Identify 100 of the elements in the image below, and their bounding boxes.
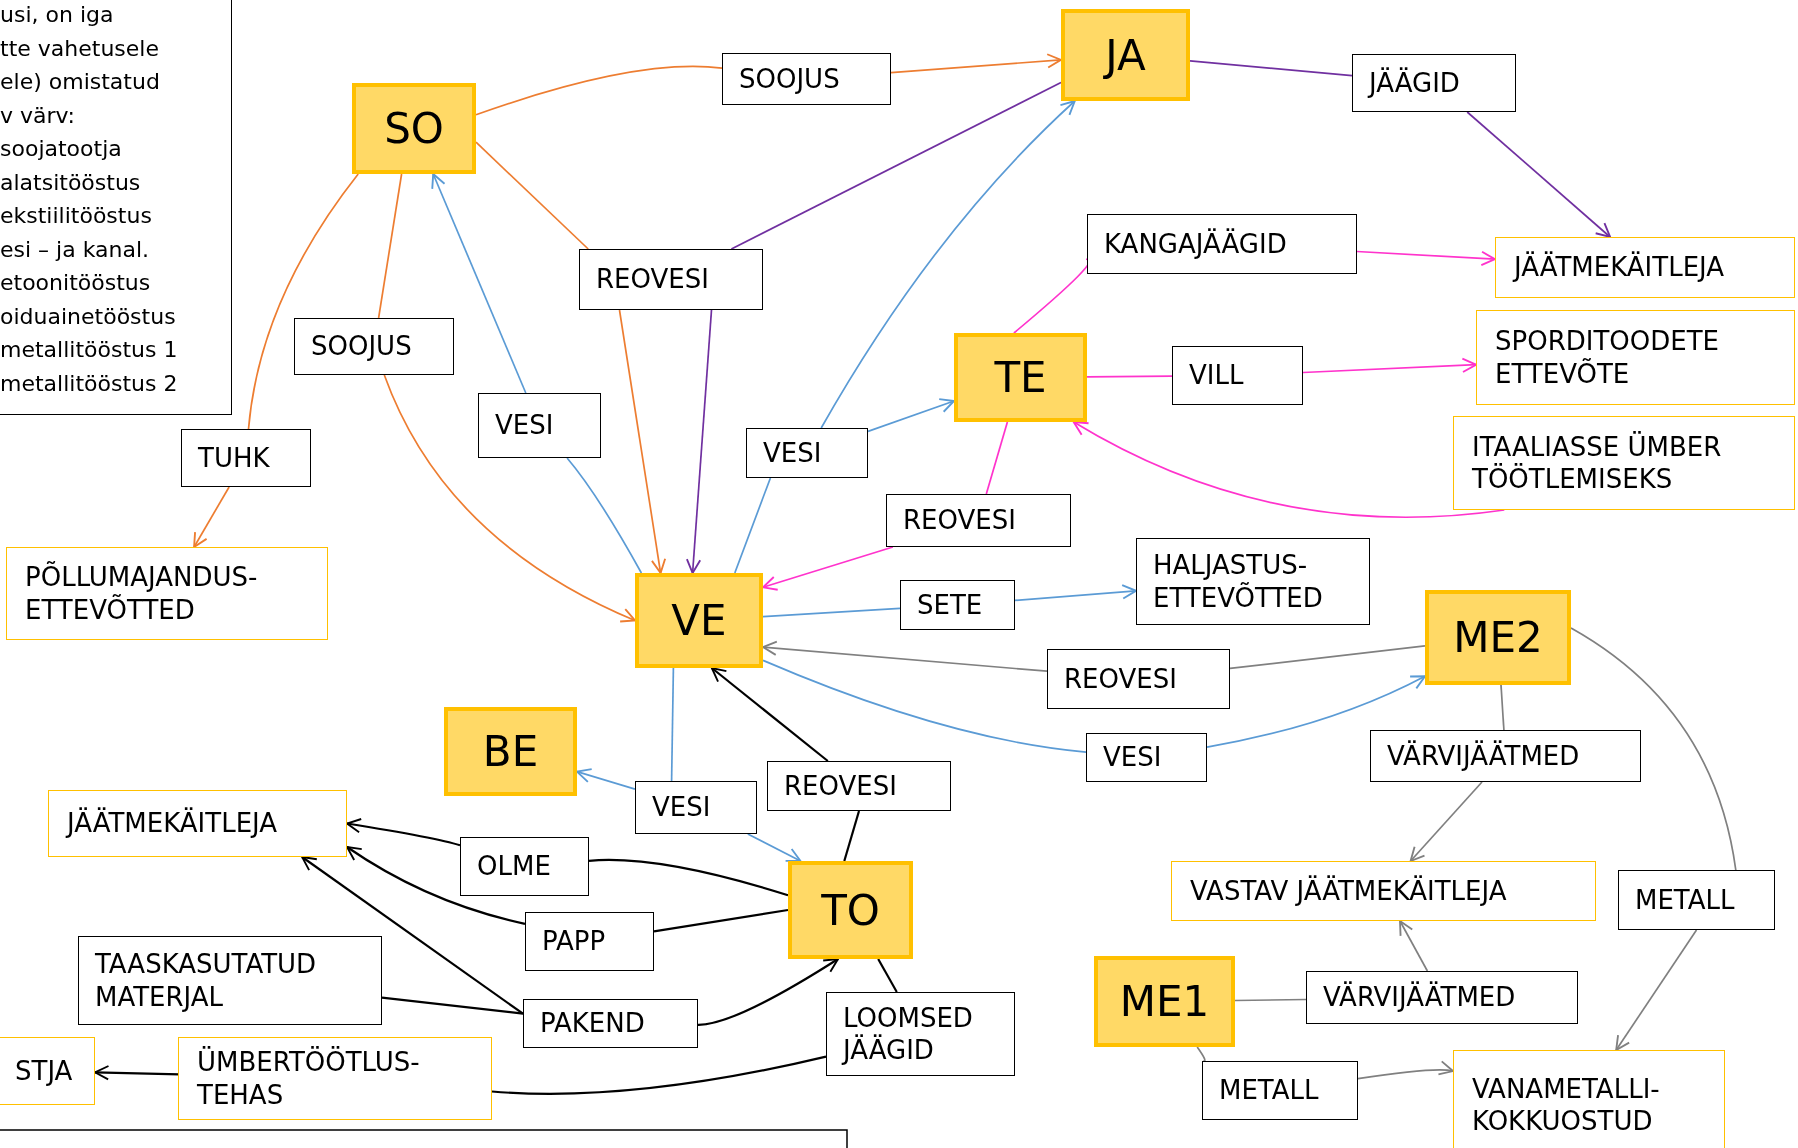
connector-line	[670, 667, 675, 782]
box-label: TE	[994, 353, 1047, 402]
connector-line	[1570, 627, 1737, 871]
flow-label-box	[181, 429, 311, 487]
destination-box	[1453, 1050, 1725, 1148]
flow-label-box	[1086, 733, 1207, 782]
box-label: ÜMBERTÖÖTLUS-TEHAS	[197, 1046, 421, 1111]
arrow	[1356, 250, 1496, 267]
destination-box	[1495, 237, 1795, 298]
connector-line	[475, 141, 590, 250]
box-label: HALJASTUS-ETTEVÕTTED	[1153, 549, 1324, 614]
arrow	[383, 374, 636, 623]
box-label: TUHK	[198, 441, 271, 475]
flow-label-box	[826, 992, 1015, 1076]
arrow	[820, 100, 1076, 429]
box-label: REOVESI	[784, 769, 898, 803]
box-label: KANGAJÄÄGID	[1104, 227, 1288, 261]
flow-label-box	[1172, 346, 1303, 405]
connector-line	[1500, 684, 1505, 731]
flow-label-box	[1370, 730, 1641, 782]
flow-label-box	[900, 580, 1015, 630]
arrow	[685, 309, 713, 574]
connector-line	[1189, 60, 1353, 77]
box-label: JA	[1105, 30, 1146, 80]
arrow	[346, 818, 461, 847]
connector-line	[1196, 1046, 1206, 1063]
arrow	[890, 53, 1062, 74]
flow-label-box	[635, 781, 757, 834]
connector-line	[877, 958, 898, 993]
box-label: VANAMETALLI-KOKKUOSTUD	[1472, 1072, 1661, 1138]
connector-line	[491, 1055, 827, 1095]
legend-line: v värv:	[0, 101, 76, 130]
arrow	[618, 309, 667, 574]
legend-line: ekstiilitööstus	[0, 202, 153, 230]
connector-line	[377, 173, 403, 319]
hub-box	[352, 83, 476, 174]
arrow	[746, 833, 802, 862]
arrow	[867, 398, 955, 433]
flow-label-box	[294, 318, 454, 375]
arrow	[762, 640, 1048, 673]
flow-label-box	[460, 837, 589, 896]
connector-line	[475, 65, 723, 116]
arrow	[1615, 929, 1698, 1051]
flow-label-box	[1618, 870, 1775, 930]
box-label: ME1	[1119, 977, 1210, 1026]
box-label: OLME	[477, 850, 552, 883]
box-label: SOOJUS	[311, 330, 413, 363]
hub-box	[1094, 956, 1235, 1047]
connector-line	[762, 607, 901, 618]
box-label: VESI	[495, 409, 555, 442]
arrow	[301, 856, 524, 1015]
connector-line	[381, 996, 524, 1015]
arrow	[431, 173, 527, 394]
destination-box	[48, 790, 347, 857]
box-label: BE	[482, 727, 539, 776]
hub-box	[1425, 590, 1571, 685]
flow-label-box	[579, 249, 763, 310]
box-label: TO	[821, 885, 880, 935]
legend-line: metallitööstus 1	[0, 336, 179, 364]
hub-box	[1061, 9, 1190, 101]
arrow	[94, 1065, 179, 1081]
legend-line: usi, on iga	[0, 1, 115, 29]
flow-label-box	[1047, 649, 1230, 709]
flow-label-box	[886, 494, 1071, 547]
box-label: JÄÄTMEKÄITLEJA	[67, 807, 279, 840]
box-label: REOVESI	[903, 504, 1017, 537]
box-label: SPORDITOODETE ETTEVÕTE	[1495, 325, 1720, 390]
legend-line: etoonitööstus	[0, 269, 152, 297]
box-label: ITAALIASSE ÜMBER TÖÖTLEMISEKS	[1472, 430, 1723, 496]
hub-box	[635, 573, 763, 668]
flow-label-box	[1352, 54, 1516, 112]
box-label: REOVESI	[596, 263, 710, 296]
legend-line: alatsitööstus	[0, 168, 142, 197]
flow-label-box	[1306, 971, 1578, 1024]
connector-line	[730, 81, 1062, 250]
legend-line: ele) omistatud	[0, 68, 161, 96]
arrow	[1302, 357, 1477, 374]
connector-line	[843, 810, 861, 862]
arrow	[193, 486, 230, 548]
arrow	[710, 667, 829, 762]
destination-box	[1171, 861, 1596, 921]
arrow	[1357, 1061, 1454, 1080]
connector-line	[1234, 998, 1307, 1002]
flow-label-box	[767, 761, 951, 811]
connector-line	[1229, 645, 1426, 670]
destination-box	[178, 1037, 492, 1120]
box-label: JÄÄTMEKÄITLEJA	[1514, 251, 1726, 284]
box-label: METALL	[1219, 1074, 1320, 1107]
arrow	[762, 546, 894, 591]
box-label: VESI	[763, 436, 823, 470]
arrow	[1466, 111, 1612, 238]
flow-label-box	[722, 53, 891, 105]
arrow	[1206, 675, 1426, 748]
legend-line: tte vahetusele	[0, 34, 160, 63]
box-label: LOOMSED JÄÄGID	[843, 1001, 974, 1067]
flow-label-box	[78, 936, 382, 1025]
flow-label-box	[1087, 214, 1357, 274]
arrow	[576, 768, 636, 790]
flow-label-box	[1136, 538, 1370, 625]
box-label: SETE	[917, 588, 984, 622]
